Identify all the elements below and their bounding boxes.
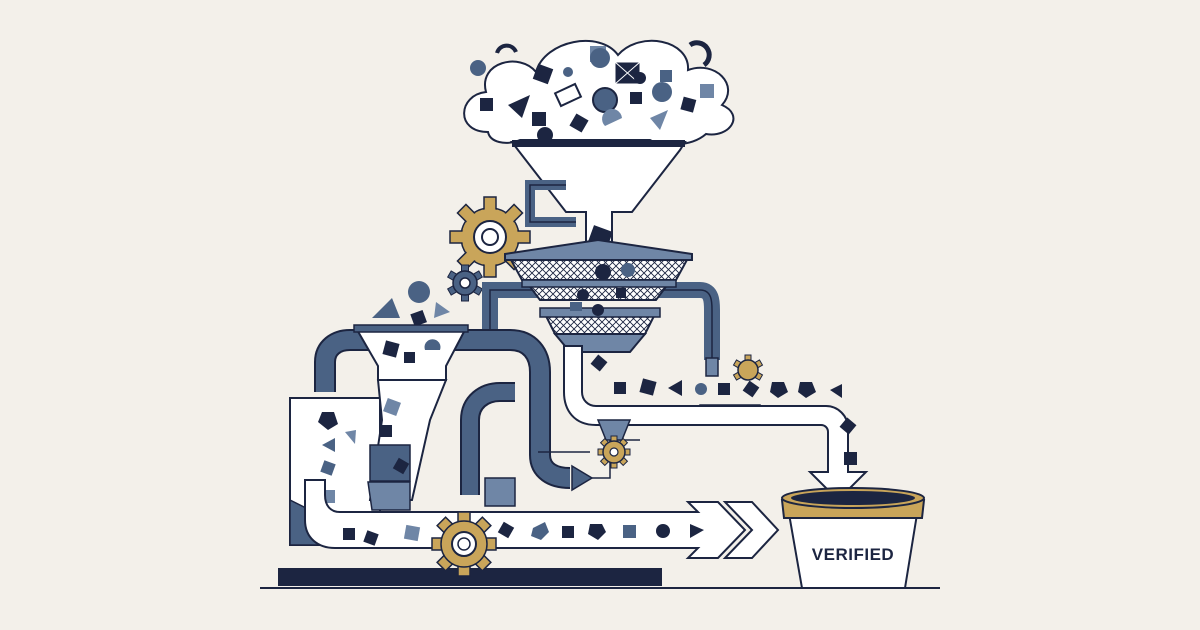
- gear-icon: [732, 354, 764, 381]
- flow-shapes: [590, 354, 857, 465]
- arrow-icon: [563, 345, 869, 502]
- cloud-shapes: [470, 40, 714, 143]
- gear-icon: [446, 264, 484, 302]
- sieve-stack: [482, 238, 761, 416]
- bottom-flow-shapes: [343, 521, 704, 546]
- gear-bottom: [431, 511, 497, 577]
- top-funnel: [510, 140, 687, 251]
- gear-icon: [597, 435, 631, 469]
- bucket-icon: [780, 487, 926, 589]
- sieve-icon: [539, 302, 661, 335]
- gear-small-arrow: [732, 354, 764, 381]
- gear-icon: [449, 196, 531, 278]
- gear-small-top: [446, 264, 484, 302]
- bottom-flow-arrow: [304, 479, 780, 577]
- sieve-icon: [521, 279, 677, 301]
- left-machine: [278, 281, 662, 586]
- gear-large-top: [449, 196, 531, 278]
- gear-small-mid: [597, 435, 631, 469]
- bucket-label: VERIFIED: [812, 545, 894, 564]
- verified-bucket: VERIFIED: [780, 487, 926, 589]
- raw-data-cloud: [463, 39, 735, 146]
- sieve-icon: [504, 238, 693, 281]
- verified-flow-arrow: [563, 345, 869, 502]
- gear-icon: [431, 511, 497, 577]
